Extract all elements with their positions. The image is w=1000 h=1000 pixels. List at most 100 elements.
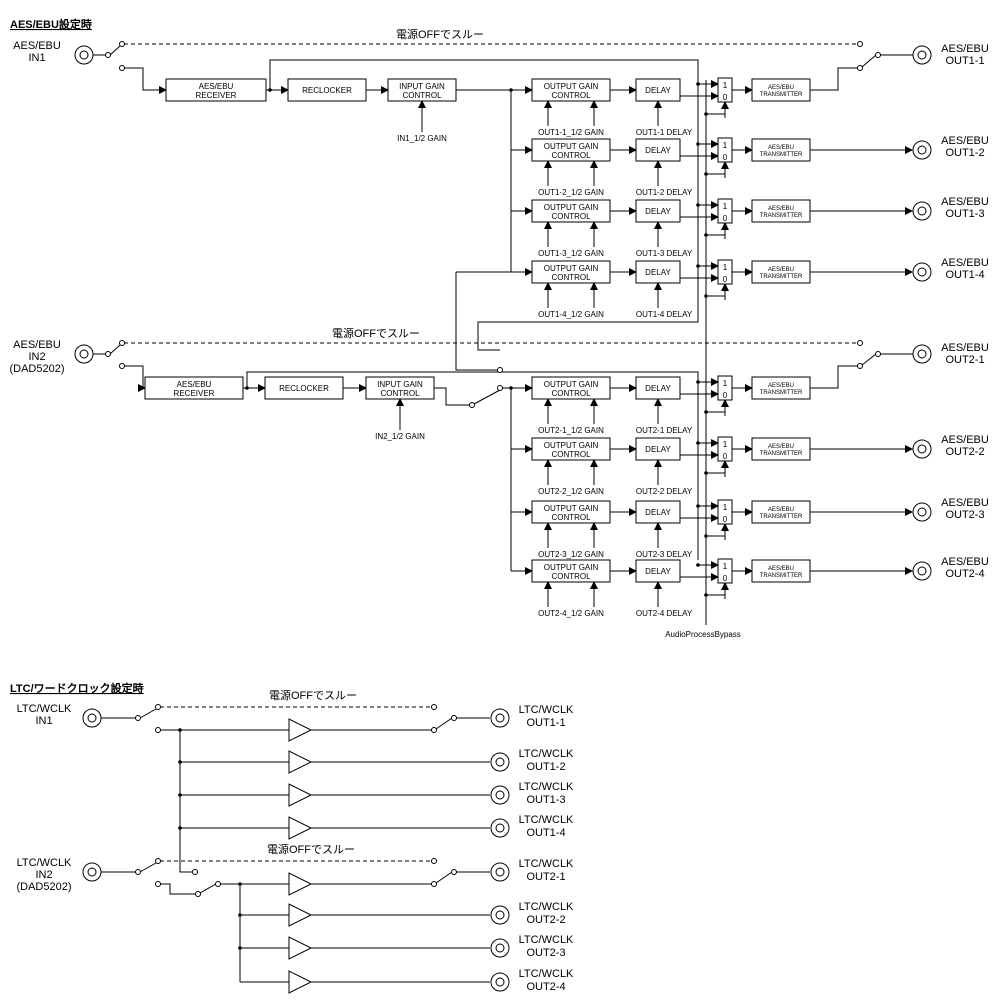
receiver-block-label: RECEIVER: [196, 91, 237, 100]
input-label: IN1: [35, 715, 52, 727]
receiver-block-label: AES/EBU: [177, 380, 212, 389]
input-label: (DAD5202): [9, 363, 64, 375]
delay-label: OUT2-3 DELAY: [636, 550, 693, 559]
input-gain-block: [387, 78, 457, 102]
bypass-mux-input-0: 0: [723, 391, 728, 400]
junction-dot: [704, 471, 708, 475]
junction-dot: [704, 410, 708, 414]
receiver-block: [165, 78, 267, 102]
transmitter-block: [751, 260, 811, 284]
bypass-mux-input-0: 0: [723, 574, 728, 583]
switch-terminal: [857, 41, 863, 47]
output-gain-block-label: CONTROL: [551, 513, 591, 522]
output-label: OUT2-1: [945, 354, 984, 366]
transmitter-block-label: TRANSMITTER: [760, 274, 803, 280]
switch-terminal: [135, 869, 141, 875]
junction-dot: [696, 264, 700, 268]
switch-terminal: [105, 351, 111, 357]
output-label: AES/EBU: [941, 342, 989, 354]
transmitter-block-label: AES/EBU: [768, 444, 794, 450]
output-label: OUT1-4: [945, 269, 984, 281]
delay-label: OUT1-3 DELAY: [636, 249, 693, 258]
input-label: (DAD5202): [16, 881, 71, 893]
output-gain-label: OUT2-1_1/2 GAIN: [538, 426, 604, 435]
transmitter-block-label: TRANSMITTER: [760, 514, 803, 520]
bypass-mux: [717, 436, 733, 462]
delay-block-label: DELAY: [645, 567, 671, 576]
junction-dot: [696, 504, 700, 508]
output-gain-block: [531, 500, 611, 524]
output-label: OUT2-3: [526, 947, 565, 959]
input-label: LTC/WCLK: [17, 857, 72, 869]
output-label: AES/EBU: [941, 43, 989, 55]
wire: [160, 883, 196, 895]
output-gain-label: OUT2-2_1/2 GAIN: [538, 487, 604, 496]
transmitter-block: [751, 138, 811, 162]
output-label: OUT1-4: [526, 827, 565, 839]
line-buffer: [288, 872, 313, 896]
transmitter-block-label: TRANSMITTER: [760, 451, 803, 457]
aes-output-jack-center: [917, 50, 927, 60]
process-bypass-label: AudioProcessBypass: [665, 630, 741, 639]
transmitter-block-label: TRANSMITTER: [760, 573, 803, 579]
bypass-mux-input-0: 0: [723, 93, 728, 102]
output-label: OUT1-3: [526, 794, 565, 806]
transmitter-block: [751, 500, 811, 524]
input-gain-block: [365, 376, 435, 400]
delay-label: OUT2-1 DELAY: [636, 426, 693, 435]
delay-block: [635, 559, 681, 583]
output-label: AES/EBU: [941, 434, 989, 446]
bypass-mux-input-1: 1: [723, 440, 728, 449]
input-label: AES/EBU: [13, 40, 61, 52]
switch-terminal: [857, 65, 863, 71]
bypass-label: 電源OFFでスルー: [332, 326, 420, 340]
junction-dot: [696, 441, 700, 445]
cross-link-wire: [477, 300, 699, 351]
bypass-switch: [139, 708, 157, 719]
delay-block-label: DELAY: [645, 508, 671, 517]
output-label: LTC/WCLK: [519, 748, 574, 760]
output-gain-block-label: OUTPUT GAIN: [544, 563, 599, 572]
wire: [124, 67, 167, 94]
input-gain-block-label: CONTROL: [402, 91, 442, 100]
junction-dot: [509, 88, 513, 92]
bypass-label: 電源OFFでスルー: [269, 688, 357, 702]
ltc-input-jack-center: [87, 867, 97, 877]
output-gain-block-label: CONTROL: [551, 572, 591, 581]
delay-label: OUT2-4 DELAY: [636, 609, 693, 618]
bypass-mux-input-1: 1: [723, 503, 728, 512]
output-gain-block-label: CONTROL: [551, 212, 591, 221]
switch-terminal: [469, 402, 475, 408]
output-label: AES/EBU: [941, 135, 989, 147]
switch-terminal: [155, 858, 161, 864]
section-title-ltc: LTC/ワードクロック設定時: [10, 681, 144, 695]
transmitter-block: [751, 199, 811, 223]
output-label: AES/EBU: [941, 497, 989, 509]
output-label: LTC/WCLK: [519, 704, 574, 716]
switch-terminal: [155, 881, 161, 887]
switch-terminal: [135, 715, 141, 721]
output-gain-block: [531, 260, 611, 284]
transmitter-block-label: AES/EBU: [768, 85, 794, 91]
junction-dot: [178, 760, 182, 764]
ltc-output-jack-center: [495, 823, 505, 833]
bypass-mux-input-1: 1: [723, 81, 728, 90]
input-gain-block-label: CONTROL: [380, 389, 420, 398]
output-gain-block: [531, 199, 611, 223]
bypass-switch: [435, 717, 453, 730]
transmitter-block-label: TRANSMITTER: [760, 213, 803, 219]
switch-terminal: [192, 869, 198, 875]
transmitter-block-label: TRANSMITTER: [760, 152, 803, 158]
delay-block: [635, 138, 681, 162]
delay-label: OUT2-2 DELAY: [636, 487, 693, 496]
bypass-mux-input-1: 1: [723, 141, 728, 150]
junction-dot: [696, 203, 700, 207]
input-label: AES/EBU: [13, 339, 61, 351]
transmitter-block: [751, 437, 811, 461]
output-label: AES/EBU: [941, 257, 989, 269]
output-label: OUT1-2: [526, 761, 565, 773]
source-select-switch: [473, 389, 501, 405]
bypass-switch: [435, 871, 453, 884]
output-label: OUT2-3: [945, 509, 984, 521]
transmitter-block-label: AES/EBU: [768, 566, 794, 572]
